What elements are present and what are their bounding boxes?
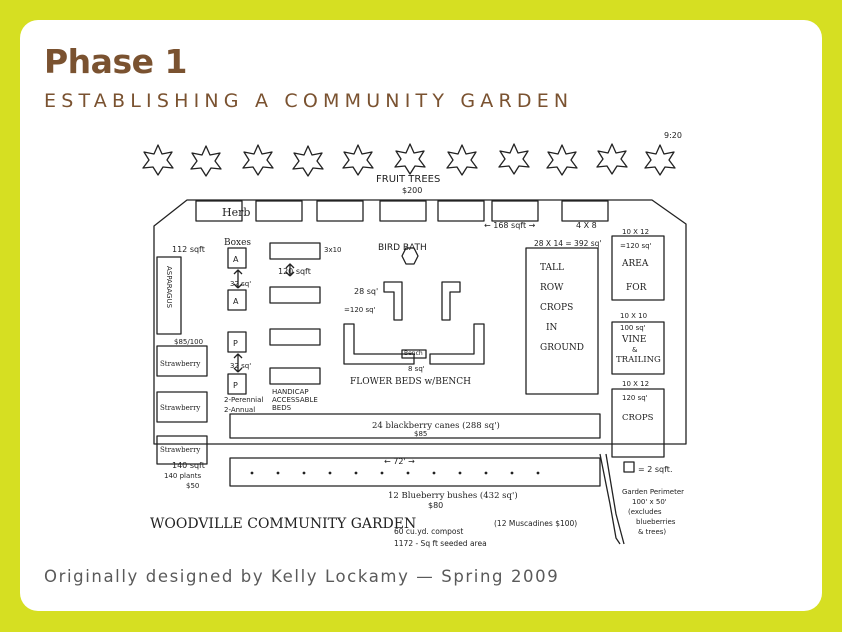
herb-box-a1: A xyxy=(233,255,239,264)
sqft-120d-label: 120 sq' xyxy=(622,394,648,402)
asparagus-cost: $85/100 xyxy=(174,338,203,346)
strawberry-2: Strawberry xyxy=(160,404,200,412)
sqft-112-label: 112 sqft xyxy=(172,245,205,254)
sqft-32a-label: 32 sq' xyxy=(230,280,251,288)
sqft-32b-label: 32 sq' xyxy=(230,362,251,370)
sqft-100-label: 100 sq' xyxy=(620,324,646,332)
date-note: 9:20 xyxy=(664,131,682,140)
blueberry-cost: $80 xyxy=(428,501,443,510)
blueberry-label: 12 Blueberry bushes (432 sq') xyxy=(388,490,518,501)
bird-bath-label: BIRD BATH xyxy=(378,243,427,253)
credit-footer: Originally designed by Kelly Lockamy — S… xyxy=(44,567,560,586)
herb-box-p2: P xyxy=(233,381,238,390)
bench-label: Bench xyxy=(404,350,423,357)
trailing-label: TRAILING xyxy=(616,355,661,365)
sqft-120b-label: =120 sq' xyxy=(344,306,376,314)
sqft-140-label: 140 sqft xyxy=(172,461,205,470)
perimeter-label-2: 100' x 50' xyxy=(632,498,667,506)
tall-label: TALL xyxy=(540,263,564,273)
cost-50-label: $50 xyxy=(186,482,199,490)
annual-label: 2-Annual xyxy=(224,406,255,414)
fruit-tree-icons xyxy=(142,143,676,177)
boxes-label: Boxes xyxy=(224,238,251,248)
legend-label: = 2 sqft. xyxy=(638,465,672,474)
muscadines-label: (12 Muscadines $100) xyxy=(494,519,577,528)
garden-plan-sketch: 9:20 FRUIT TREES $200 ← 168 sqft → 4 X 8… xyxy=(142,131,687,548)
size-10x12b-label: 10 X 12 xyxy=(622,380,649,388)
herb-label: Herb xyxy=(222,206,250,219)
garden-name: WOODVILLE COMMUNITY GARDEN xyxy=(150,516,416,532)
handicap-label-1: HANDICAP xyxy=(272,388,309,396)
handicap-label-3: BEDS xyxy=(272,404,292,412)
asparagus-label: ASPARAGUS xyxy=(165,266,173,309)
sqft-168-label: ← 168 sqft → xyxy=(484,221,536,230)
fruit-trees-label: FRUIT TREES xyxy=(376,174,440,185)
blackberry-label: 24 blackberry canes (288 sq') xyxy=(372,420,500,431)
garden-perimeter xyxy=(153,199,687,445)
sqft-28-label: 28 sq' xyxy=(354,287,378,296)
compost-label: 60 cu.yd. compost xyxy=(394,527,463,536)
dim-72-label: ← 72' → xyxy=(384,457,415,466)
perimeter-label-4: blueberries xyxy=(636,518,676,526)
perennial-label: 2-Perennial xyxy=(224,396,263,404)
page-title: Phase 1 xyxy=(44,42,187,81)
seeded-label: 1172 - Sq ft seeded area xyxy=(394,539,487,548)
size-4x8-label: 4 X 8 xyxy=(576,221,597,230)
handicap-label-2: ACCESSABLE xyxy=(272,396,318,404)
size-10x10-label: 10 X 10 xyxy=(620,312,647,320)
for-label: FOR xyxy=(626,283,647,293)
size-10x12a-label: 10 X 12 xyxy=(622,228,649,236)
row-label: ROW xyxy=(540,283,564,293)
sqft-120c-label: =120 sq' xyxy=(620,242,652,250)
in-label: IN xyxy=(546,323,558,333)
flower-beds-label: FLOWER BEDS w/BENCH xyxy=(350,377,471,387)
amp-label: & xyxy=(632,346,638,354)
blueberry-dots xyxy=(250,471,540,475)
plants-140-label: 140 plants xyxy=(164,472,201,480)
ground-label: GROUND xyxy=(540,343,584,353)
perimeter-label-1: Garden Perimeter xyxy=(622,488,684,496)
blackberry-cost: $85 xyxy=(414,430,427,438)
herb-box-p1: P xyxy=(233,339,238,348)
sqft-8-label: 8 sq' xyxy=(408,365,425,373)
perimeter-label-3: (excludes xyxy=(628,508,662,516)
perimeter-label-5: & trees) xyxy=(638,528,666,536)
size-3x10-label: 3x10 xyxy=(324,246,342,254)
strawberry-3: Strawberry xyxy=(160,446,200,454)
area-label: AREA xyxy=(621,259,649,269)
herb-box-a2: A xyxy=(233,297,239,306)
fruit-trees-cost: $200 xyxy=(402,186,422,195)
page-subtitle: ESTABLISHING A COMMUNITY GARDEN xyxy=(44,90,574,112)
size-28x14-label: 28 X 14 = 392 sq' xyxy=(534,239,601,248)
sqft-120-label: 120 sqft xyxy=(278,267,311,276)
crops-label: CROPS xyxy=(540,303,573,313)
vine-label: VINE xyxy=(621,335,647,345)
strawberry-1: Strawberry xyxy=(160,360,200,368)
crops2-label: CROPS xyxy=(622,413,654,423)
